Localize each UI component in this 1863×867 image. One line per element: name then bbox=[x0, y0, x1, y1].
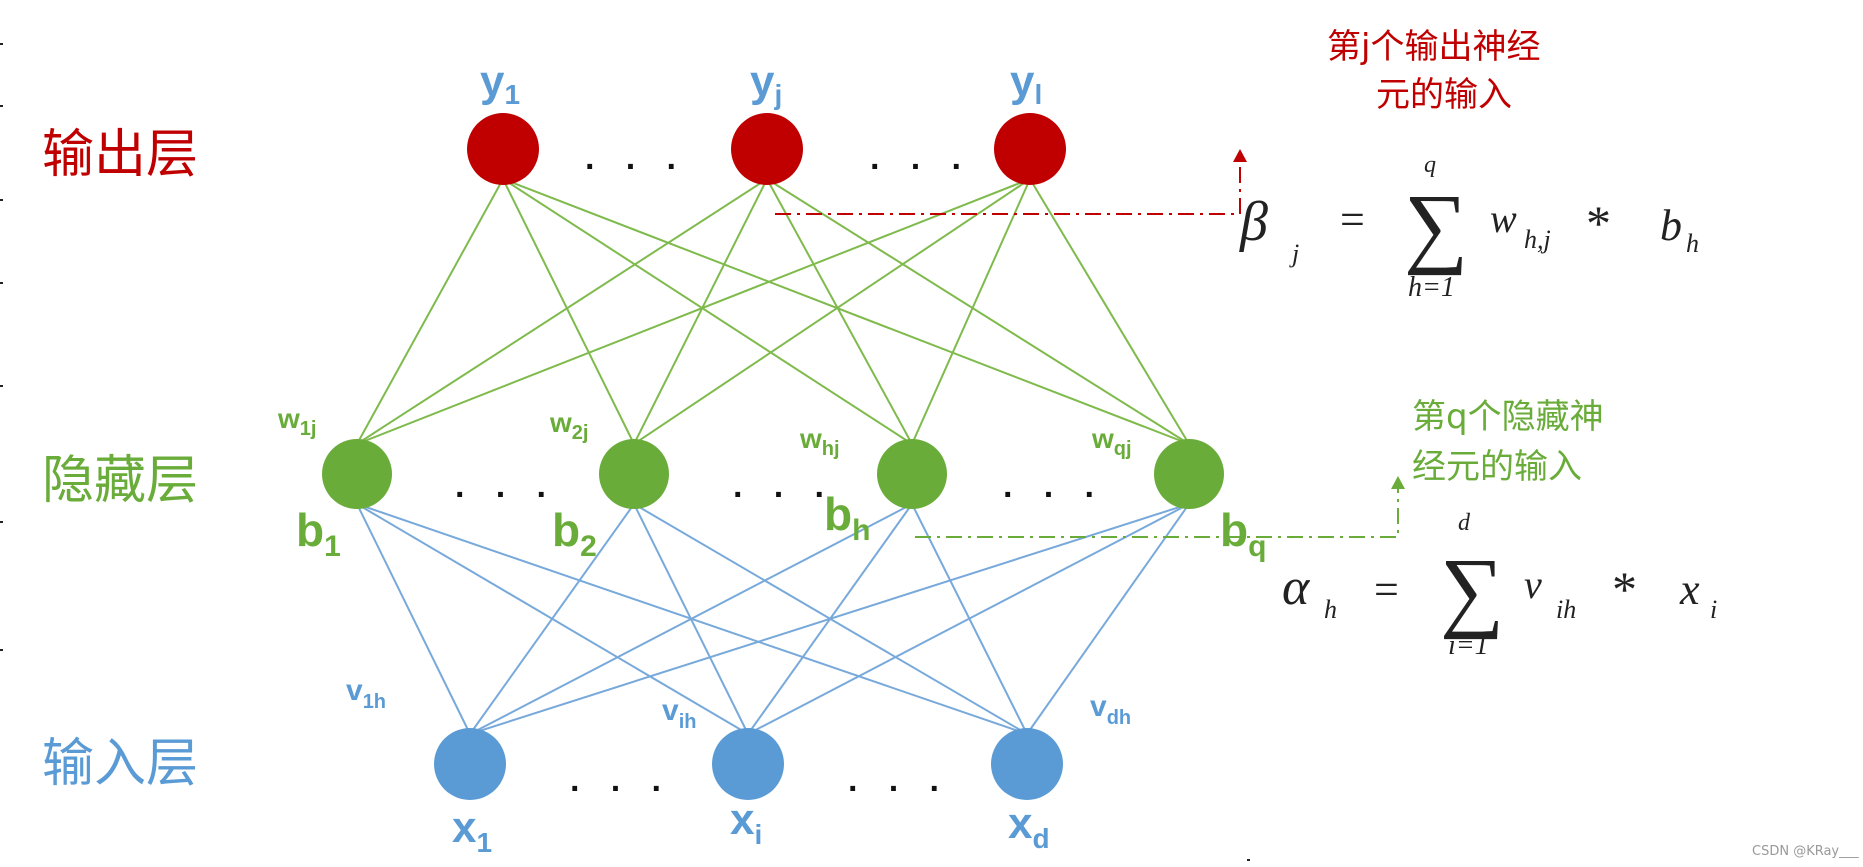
output-annotation-line2: 元的输入 bbox=[1376, 75, 1512, 115]
edge-xd-bh bbox=[911, 503, 1028, 735]
formula-alpha-equals: = bbox=[1374, 565, 1399, 614]
formula-beta-term2: b bbox=[1660, 201, 1682, 250]
formula-alpha-term2-sub: i bbox=[1710, 595, 1717, 624]
ellipsis-hidden-2: · · · bbox=[733, 476, 836, 514]
label-xd: xd bbox=[1008, 799, 1050, 854]
ellipsis-hidden-3: · · · bbox=[1003, 476, 1106, 514]
output-annotation-line1: 第j个输出神经 bbox=[1327, 27, 1540, 67]
label-x1: x1 bbox=[452, 803, 492, 858]
weight-label-w1j: w1j bbox=[277, 403, 316, 440]
ellipsis-output-1: · · · bbox=[585, 148, 688, 186]
formula-beta-term-sub: h,j bbox=[1524, 225, 1551, 254]
edge-b2-yl bbox=[633, 178, 1031, 445]
formula-alpha-term-sub: ih bbox=[1556, 595, 1576, 624]
formula-alpha-term2: x bbox=[1679, 565, 1700, 614]
weight-label-vdh: vdh bbox=[1090, 690, 1131, 729]
output-node-yj bbox=[731, 113, 803, 185]
formula-beta-term2-sub: h bbox=[1686, 229, 1699, 258]
edge-b1-y1 bbox=[356, 178, 504, 445]
input-node-x1 bbox=[434, 728, 506, 800]
label-yl: yl bbox=[1010, 57, 1042, 110]
hidden-annotation-line1: 第q个隐藏神 bbox=[1412, 397, 1604, 437]
label-bh: bh bbox=[824, 488, 870, 547]
ellipsis-input-1: · · · bbox=[570, 770, 673, 808]
formula-alpha-sigma: ∑ bbox=[1440, 541, 1504, 640]
hidden-node-b2 bbox=[599, 439, 669, 509]
edge-x1-b1 bbox=[356, 503, 471, 735]
edge-bh-yj bbox=[766, 178, 913, 445]
edge-bh-y1 bbox=[502, 178, 913, 445]
weight-label-vih: vih bbox=[662, 694, 696, 733]
formula-alpha-term: v bbox=[1524, 562, 1542, 607]
formula-beta-upper: q bbox=[1424, 152, 1436, 178]
formula-alpha: α h = d ∑ i=1 v ih * x i bbox=[1282, 510, 1717, 661]
formula-beta-lhs-sub: j bbox=[1289, 239, 1299, 268]
formula-beta-term: w bbox=[1490, 196, 1517, 241]
edge-b1-yl bbox=[356, 178, 1031, 445]
formula-alpha-lower: i=1 bbox=[1448, 630, 1489, 661]
label-b2: b2 bbox=[552, 504, 597, 563]
formula-beta-lhs: β bbox=[1239, 191, 1268, 253]
input-node-xi bbox=[712, 728, 784, 800]
edge-b2-y1 bbox=[502, 178, 635, 445]
label-xi: xi bbox=[730, 795, 762, 850]
formula-beta-equals: = bbox=[1340, 195, 1365, 244]
weight-label-w2j: w2j bbox=[549, 407, 588, 444]
hidden-input-arrow bbox=[915, 476, 1405, 538]
weight-label-v1h: v1h bbox=[346, 674, 386, 713]
edge-b2-yj bbox=[633, 178, 768, 445]
edge-xd-bq bbox=[1026, 503, 1190, 735]
output-layer-label: 输出层 bbox=[42, 125, 198, 185]
edge-bh-yl bbox=[911, 178, 1031, 445]
edge-xd-b1 bbox=[356, 503, 1028, 735]
label-bq: bq bbox=[1220, 504, 1266, 563]
hidden-layer-label: 隐藏层 bbox=[42, 451, 198, 511]
input-node-xd bbox=[991, 728, 1063, 800]
formula-alpha-op: * bbox=[1612, 561, 1637, 617]
output-input-arrow bbox=[775, 149, 1247, 215]
edge-bq-y1 bbox=[502, 178, 1190, 445]
output-node-yl bbox=[994, 113, 1066, 185]
hidden-node-b1 bbox=[322, 439, 392, 509]
hidden-to-output-edges bbox=[356, 178, 1190, 445]
formula-alpha-lhs-sub: h bbox=[1324, 595, 1337, 624]
edge-bq-yl bbox=[1029, 178, 1190, 445]
formula-beta-op: * bbox=[1586, 195, 1611, 251]
formula-alpha-lhs: α bbox=[1282, 559, 1311, 616]
formula-beta: β j = q ∑ h=1 w h,j * b h bbox=[1239, 152, 1699, 303]
label-yj: yj bbox=[750, 57, 782, 110]
formula-beta-sigma: ∑ bbox=[1404, 177, 1468, 276]
hidden-node-bq bbox=[1154, 439, 1224, 509]
ellipsis-output-2: · · · bbox=[870, 148, 973, 186]
input-layer-label: 输入层 bbox=[42, 734, 198, 794]
input-to-hidden-edges bbox=[356, 503, 1190, 735]
watermark: CSDN @KRay___ bbox=[1752, 844, 1859, 859]
label-b1: b1 bbox=[296, 504, 341, 563]
hidden-annotation-line2: 经元的输入 bbox=[1412, 447, 1582, 487]
edge-xd-b2 bbox=[633, 503, 1028, 735]
edge-bq-yj bbox=[766, 178, 1190, 445]
label-y1: y1 bbox=[480, 57, 520, 110]
formula-beta-lower: h=1 bbox=[1408, 272, 1455, 303]
weight-label-whj: whj bbox=[799, 423, 840, 460]
ellipsis-input-2: · · · bbox=[848, 770, 951, 808]
output-node-y1 bbox=[467, 113, 539, 185]
edge-xi-b1 bbox=[356, 503, 749, 735]
formula-alpha-upper: d bbox=[1458, 510, 1471, 536]
edge-b1-yj bbox=[356, 178, 768, 445]
weight-label-wqj: wqj bbox=[1091, 423, 1132, 460]
hidden-node-bh bbox=[877, 439, 947, 509]
left-edge-marks bbox=[0, 43, 1250, 861]
ellipsis-hidden-1: · · · bbox=[455, 476, 558, 514]
